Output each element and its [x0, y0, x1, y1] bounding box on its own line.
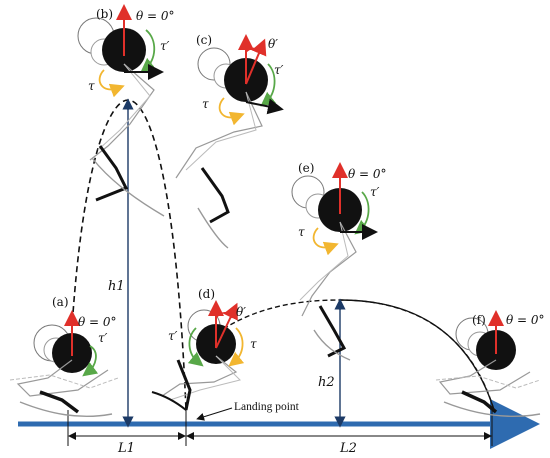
landing-arrow — [196, 407, 233, 421]
tau-prime-e: τ′ — [370, 185, 380, 199]
theta-e: θ = 0° — [348, 167, 387, 181]
tau-b: τ — [88, 79, 95, 93]
theta-b: θ = 0° — [136, 9, 175, 23]
tau-prime-c: τ′ — [274, 63, 284, 77]
label-e: (e) — [298, 161, 314, 175]
robot-c — [175, 34, 284, 249]
tau-a: τ′ — [98, 331, 108, 345]
h2-label: h2 — [318, 375, 335, 390]
landing-point-label: Landing point — [234, 401, 300, 413]
robot-a — [9, 310, 119, 418]
tau-prime-b: τ′ — [160, 39, 170, 53]
L2-label: L2 — [339, 441, 357, 456]
tau-e: τ — [298, 225, 305, 239]
label-f: (f) — [472, 313, 486, 327]
robot-e — [291, 162, 378, 361]
theta-prime-d: θ′ — [236, 305, 246, 319]
L1-label: L1 — [117, 441, 135, 456]
label-c: (c) — [196, 33, 212, 47]
label-b: (b) — [96, 7, 113, 21]
robot-f — [435, 310, 541, 418]
theta-a: θ = 0° — [78, 315, 117, 329]
tau-d: τ — [250, 337, 257, 351]
robot-d — [151, 300, 245, 411]
theta-prime-c: θ′ — [268, 37, 278, 51]
label-d: (d) — [198, 287, 215, 301]
robot-b — [77, 4, 165, 217]
tau-prime-d: τ′ — [168, 329, 178, 343]
theta-f: θ = 0° — [506, 313, 545, 327]
label-a: (a) — [52, 295, 69, 309]
h1-label: h1 — [108, 279, 125, 294]
tau-c: τ — [202, 97, 209, 111]
trajectory-2b — [339, 299, 495, 411]
